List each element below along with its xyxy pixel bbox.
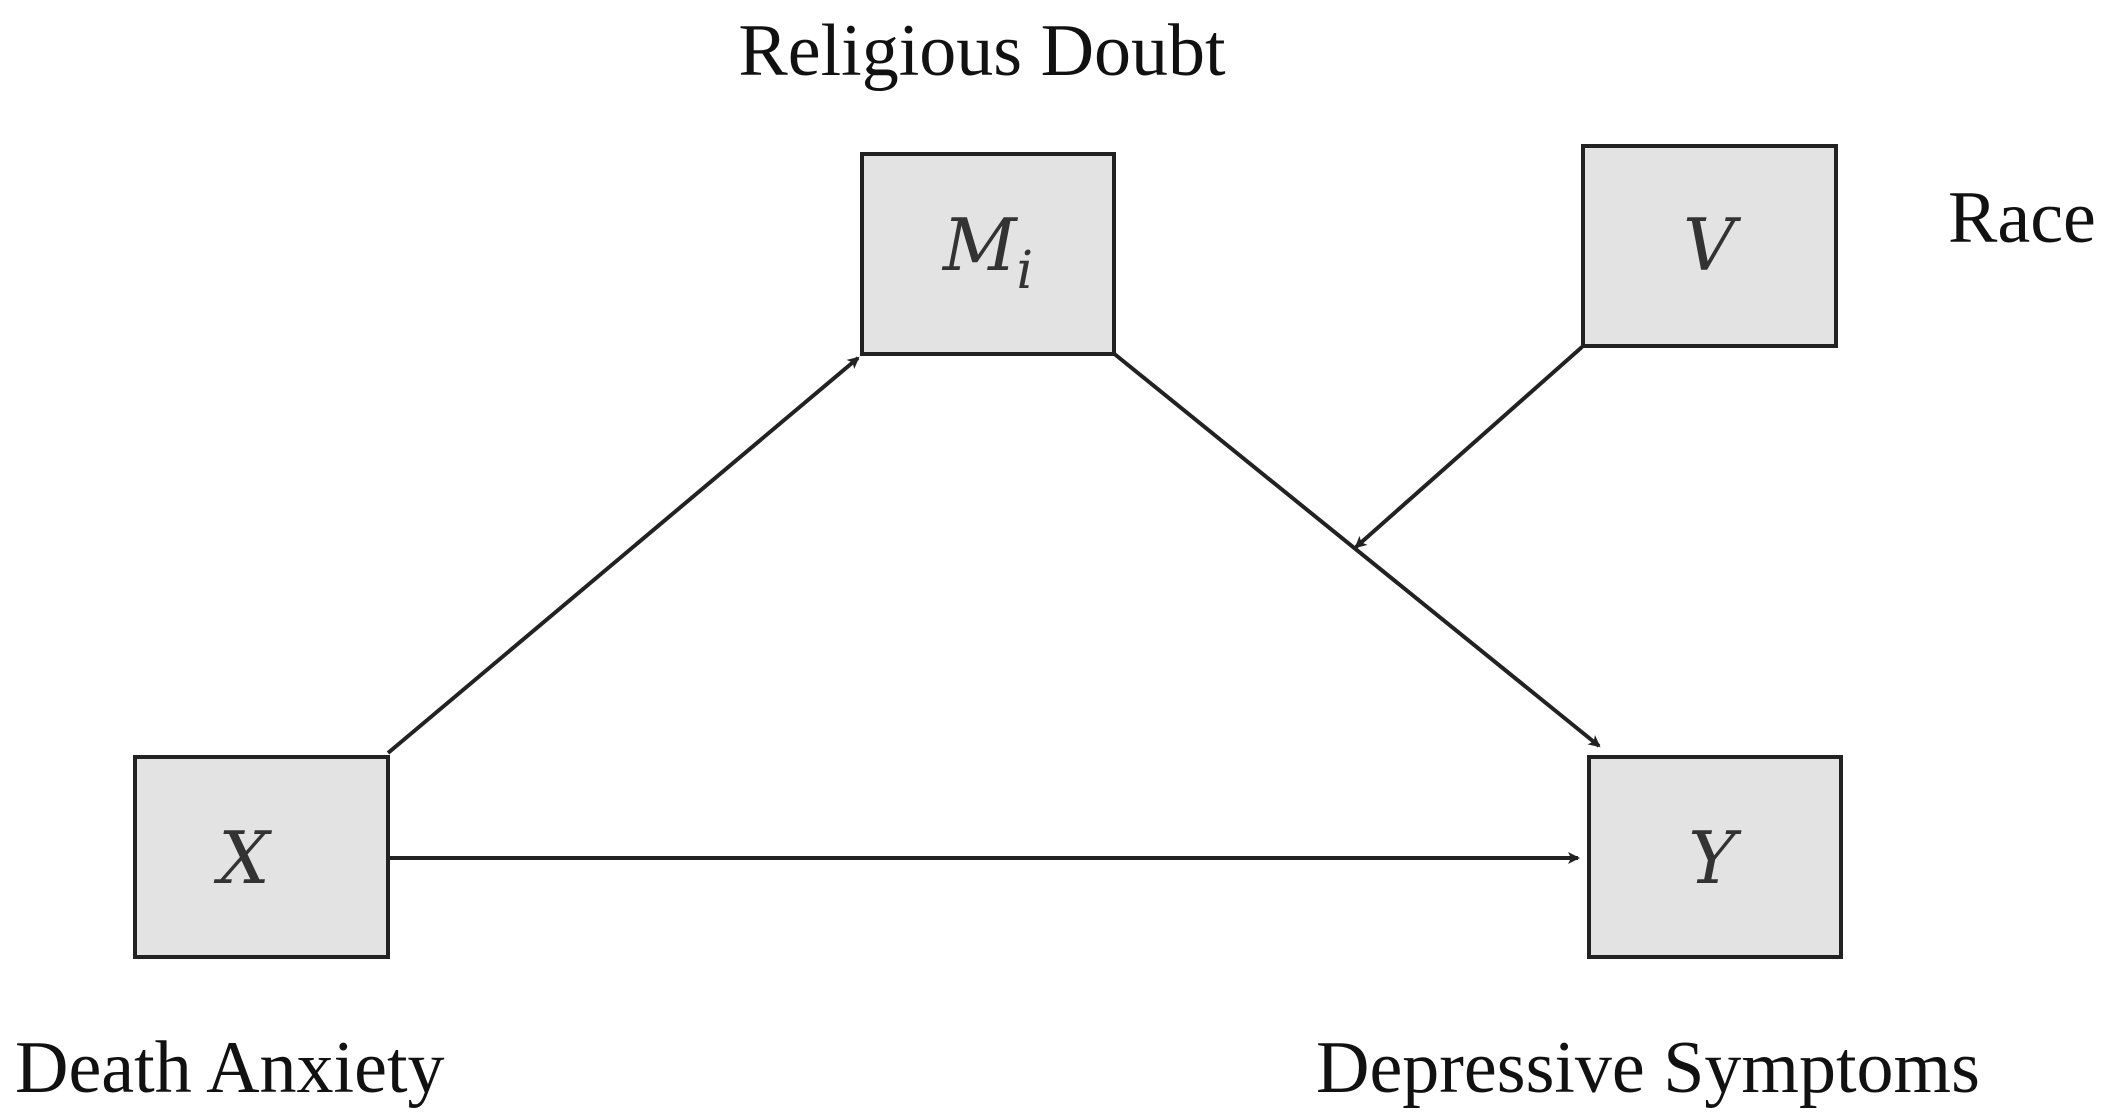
node-moderator-box [1581, 144, 1838, 348]
node-outcome-box [1587, 755, 1843, 959]
node-moderator: V [1581, 144, 1838, 348]
edge-m-to-y [1110, 350, 1601, 748]
node-predictor-symbol: X [213, 816, 272, 900]
node-mediator-symbol: Mi [941, 203, 1033, 301]
node-moderator-symbol: V [1683, 203, 1742, 287]
node-mediator-box [860, 152, 1116, 356]
node-outcome: Y [1587, 755, 1843, 959]
node-outcome-symbol: Y [1688, 816, 1742, 900]
caption-death-anxiety: Death Anxiety [15, 1027, 445, 1109]
caption-race: Race [1948, 177, 2096, 259]
caption-depressive-symptoms: Depressive Symptoms [1316, 1027, 1980, 1109]
node-mediator-subscript: i [1017, 241, 1034, 301]
node-predictor-box [133, 755, 390, 959]
edge-x-to-m [386, 356, 860, 755]
node-predictor: X [133, 755, 390, 959]
node-mediator: Mi [860, 152, 1116, 356]
edge-v-to-m-y-path [1354, 345, 1584, 549]
caption-religious-doubt: Religious Doubt [738, 10, 1226, 92]
node-mediator-letter: M [941, 203, 1019, 287]
